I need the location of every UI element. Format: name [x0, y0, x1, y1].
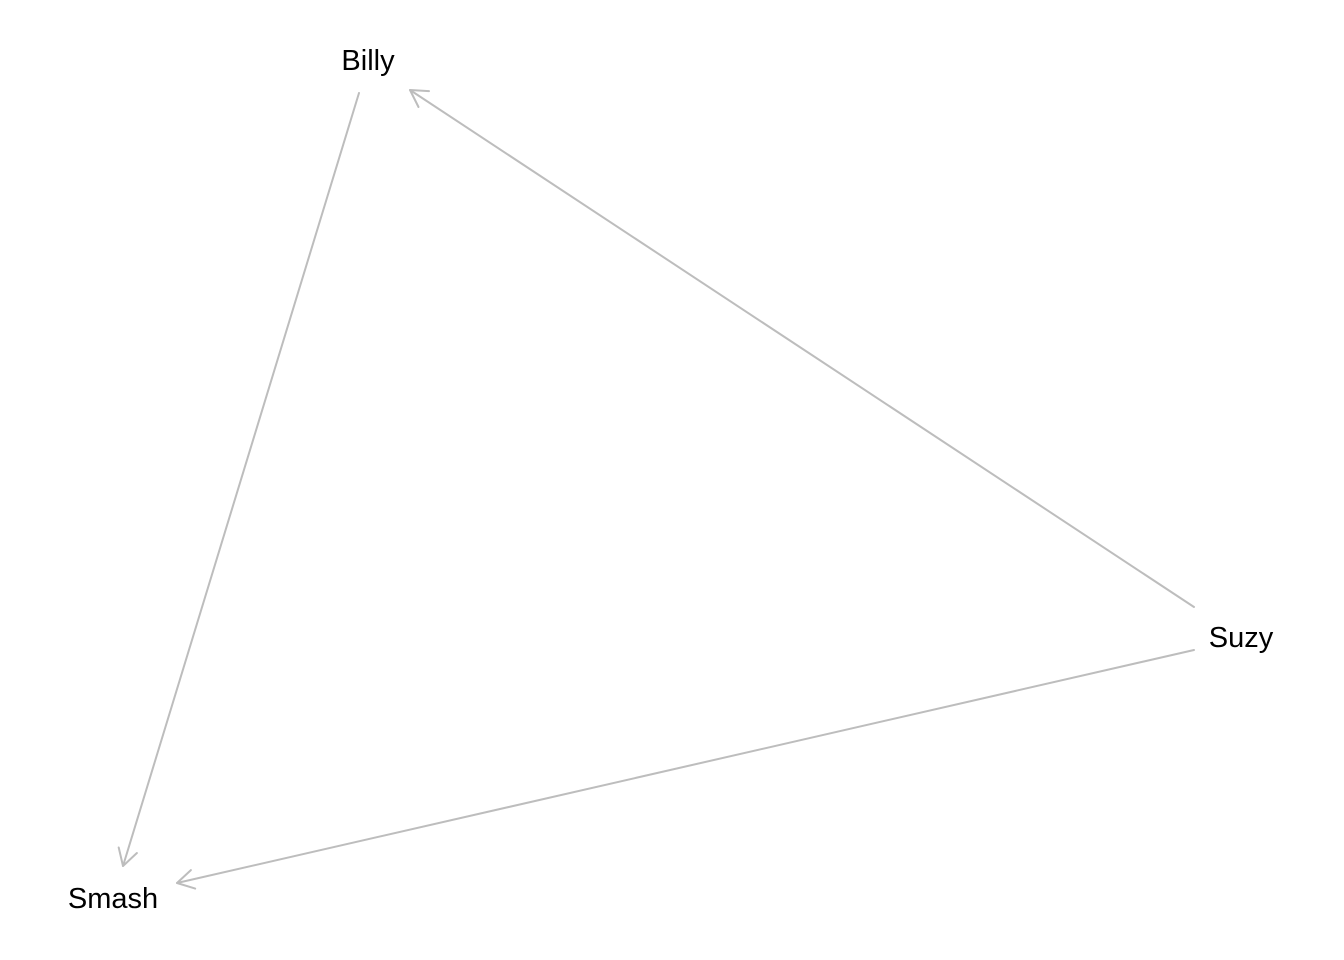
edge-suzy-to-smash	[176, 649, 1195, 890]
node-billy: Billy	[341, 45, 395, 77]
arrowhead-icon	[117, 846, 138, 867]
node-suzy: Suzy	[1209, 622, 1274, 654]
edges	[117, 89, 1195, 890]
edge-line	[122, 92, 360, 867]
edge-line	[176, 649, 1195, 884]
node-smash: Smash	[68, 883, 158, 915]
arrowhead-icon	[176, 869, 197, 890]
edge-billy-to-smash	[117, 92, 360, 867]
edge-line	[409, 89, 1195, 608]
nodes: Billy Suzy Smash	[68, 45, 1274, 915]
arrowhead-icon	[409, 89, 430, 108]
edge-suzy-to-billy	[409, 89, 1195, 608]
